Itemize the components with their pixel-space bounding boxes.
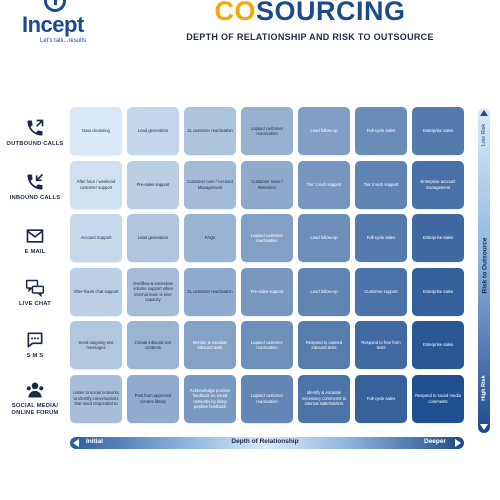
- depth-axis-bar: [70, 437, 464, 449]
- incept-logo: Incept Let's talk...results: [18, 0, 98, 48]
- grid-cell: FAQs: [184, 214, 236, 262]
- envelope-icon: [26, 229, 44, 243]
- title-part-co: CO: [214, 0, 256, 26]
- row-label-text: S M S: [26, 353, 44, 359]
- grid-cell: Pre-sales support: [127, 160, 179, 209]
- depth-initial-label: Initial: [86, 438, 103, 445]
- row-label-text: OUTBOUND CALLS: [6, 141, 64, 147]
- grid-cell: Lapsed customer reactivation: [241, 321, 293, 369]
- row-label-live-chat: LIVE CHAT: [4, 278, 66, 308]
- grid-cell: Full-cycle sales: [355, 107, 407, 155]
- grid-cell: Send outgoing text messages: [70, 321, 122, 369]
- grid-cell: Lead follow-up: [298, 267, 350, 316]
- row-label-text: SOCIAL MEDIA/ ONLINE FORUM: [11, 403, 59, 417]
- grid-cell: Pre-sales support: [241, 267, 293, 316]
- row-label-outbound: OUTBOUND CALLS: [4, 118, 66, 148]
- page-subtitle: DEPTH OF RELATIONSHIP AND RISK TO OUTSOU…: [186, 32, 434, 42]
- risk-arrow-down-icon: [480, 424, 488, 430]
- title-part-sourcing: SOURCING: [255, 0, 406, 26]
- logo-mark-icon: [44, 0, 66, 12]
- depth-axis-label: Depth of Relationship: [231, 438, 299, 445]
- grid-cell: Customer support: [355, 267, 407, 316]
- grid-cell: Lapsed customer reactivation: [241, 214, 293, 262]
- depth-arrow-left-icon: [73, 439, 79, 447]
- row-label-social: SOCIAL MEDIA/ ONLINE FORUM: [4, 380, 66, 417]
- grid-cell: Identify & escalate necessary comments t…: [298, 374, 350, 423]
- grid-cell: Lead generation: [127, 107, 179, 155]
- risk-low-label: Low Risk: [481, 123, 487, 147]
- grid-cell: Customer Save / Retention: [241, 160, 293, 209]
- grid-cell: Respond to social media comments: [412, 374, 464, 423]
- grid-cell: Lapsed customer reactivation: [241, 107, 293, 155]
- row-label-inbound: INBOUND CALLS: [4, 172, 66, 202]
- grid-cell: Full-cycle sales: [355, 374, 407, 423]
- grid-cell: Overflow & excessive volume support when…: [127, 267, 179, 316]
- row-label-text: E MAIL: [24, 249, 46, 255]
- grid-cell: Tier 1 tech support: [298, 160, 350, 209]
- grid-cell: 3L customer reactivation: [184, 107, 236, 155]
- grid-cell: Acknowledge positive feedback on social …: [184, 374, 236, 423]
- logo-tagline: Let's talk...results: [40, 38, 87, 44]
- row-label-text: LIVE CHAT: [19, 301, 51, 307]
- grid-cell: Enterprise account management: [412, 160, 464, 209]
- risk-arrow-up-icon: [480, 110, 488, 116]
- grid-cell: Enterprise sales: [412, 267, 464, 316]
- inbound-phone-icon: [27, 173, 44, 190]
- grid-cell: Enterprise sales: [412, 107, 464, 155]
- sms-bubble-icon: [27, 332, 43, 348]
- grid-cell: Create inbound text contents: [127, 321, 179, 369]
- depth-deeper-label: Deeper: [424, 438, 447, 445]
- grid-cell: Respond to canned inbound texts: [298, 321, 350, 369]
- grid-cell: Enterprise sales: [412, 214, 464, 262]
- grid-cell: After hour / weekend customer support: [70, 160, 122, 209]
- risk-axis-bar: [478, 108, 490, 433]
- grid-cell: Monitor & escalate inbound texts: [184, 321, 236, 369]
- grid-cell: 3L customer reactivation: [184, 267, 236, 316]
- grid-cell: Data cleansing: [70, 107, 122, 155]
- depth-arrow-right-icon: [455, 439, 461, 447]
- outbound-phone-icon: [27, 119, 44, 136]
- row-label-text: INBOUND CALLS: [9, 195, 61, 201]
- grid-cell: After-hours chat support: [70, 267, 122, 316]
- row-label-email: E MAIL: [4, 226, 66, 256]
- risk-high-label: High Risk: [481, 375, 487, 401]
- grid-cell: Lapsed customer reactivation: [241, 374, 293, 423]
- row-label-sms: S M S: [4, 330, 66, 360]
- grid-cell: Customer care / Account Management: [184, 160, 236, 209]
- grid-cell: Lead follow-up: [298, 214, 350, 262]
- risk-axis-label: Risk to Outsource: [481, 237, 489, 294]
- grid-cell: Lead follow-up: [298, 107, 350, 155]
- grid-cell: Lead generation: [127, 214, 179, 262]
- grid-cell: Tier 2 tech support: [355, 160, 407, 209]
- chat-bubbles-icon: [25, 279, 45, 298]
- grid-cell: Full-cycle sales: [355, 214, 407, 262]
- logo-word: Incept: [22, 12, 84, 37]
- grid-cell: Respond to free form texts: [355, 321, 407, 369]
- grid-cell: Account Support: [70, 214, 122, 262]
- grid-cell: Post from approved content library: [127, 374, 179, 423]
- people-group-icon: [26, 382, 44, 398]
- grid-cell: Enterprise sales: [412, 321, 464, 369]
- grid-cell: Listen to social networks to identify co…: [70, 374, 122, 423]
- page-title: COSOURCING: [130, 0, 490, 27]
